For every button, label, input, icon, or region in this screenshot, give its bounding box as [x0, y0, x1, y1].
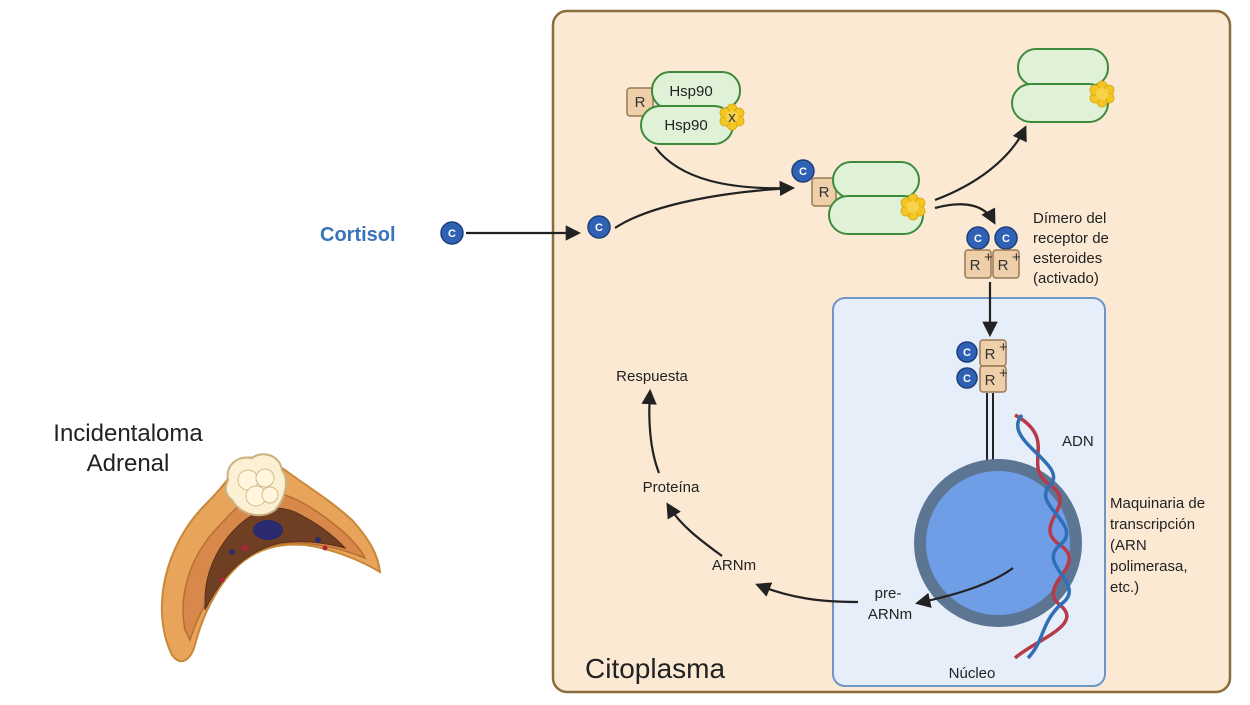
- cortisol-receptor-hsp90-complex: C R: [791, 159, 926, 235]
- arrow-cortisol-to-binding: [614, 186, 793, 229]
- dimer-label-line4: (activado): [1033, 270, 1099, 287]
- machinery-label-line2: transcripción: [1110, 516, 1195, 533]
- svg-text:+: +: [984, 249, 993, 266]
- arrow-translation: [666, 502, 723, 557]
- pre-arnm-label-line1: pre-: [875, 585, 902, 602]
- arrow-transcription: [914, 567, 1014, 608]
- machinery-label-line1: Maquinaria de: [1110, 495, 1205, 512]
- svg-text:C: C: [963, 373, 971, 385]
- arrow-response: [641, 388, 661, 474]
- machinery-label-line4: polimerasa,: [1110, 558, 1188, 575]
- activated-receptor-dimer: C C R + R +: [964, 226, 1021, 279]
- cortisol-molecule-cytoplasm: C: [587, 215, 611, 239]
- svg-text:R: R: [635, 94, 646, 111]
- svg-text:Hsp90: Hsp90: [664, 117, 707, 134]
- arnm-label: ARNm: [712, 557, 756, 574]
- svg-text:+: +: [1012, 249, 1021, 266]
- dimer-label-line3: esteroides: [1033, 250, 1102, 267]
- svg-text:R: R: [985, 346, 996, 363]
- svg-text:C: C: [448, 228, 456, 240]
- incidentaloma-label-line2: Adrenal: [87, 450, 170, 477]
- cortisol-label: Cortisol: [320, 224, 396, 246]
- dna-helix: [1013, 413, 1071, 660]
- released-hsp90: [1011, 48, 1115, 123]
- pre-arnm-label-line2: ARNm: [868, 606, 912, 623]
- svg-text:C: C: [799, 166, 807, 178]
- machinery-label-line3: (ARN: [1110, 537, 1147, 554]
- cortisol-molecule-outside: C: [440, 221, 464, 245]
- nuclear-receptor-dimer: C R + C R +: [956, 339, 1008, 393]
- svg-text:Hsp90: Hsp90: [669, 83, 712, 100]
- machinery-label-line5: etc.): [1110, 579, 1139, 596]
- arrow-complex-to-binding: [654, 146, 796, 197]
- svg-text:+: +: [999, 365, 1008, 382]
- adrenal-gland-illustration: [160, 453, 382, 663]
- receptor-hsp90-complex: R Hsp90 Hsp90 x: [626, 71, 745, 145]
- dimer-label-line2: receptor de: [1033, 230, 1109, 247]
- dimer-label-line1: Dímero del: [1033, 210, 1106, 227]
- svg-text:C: C: [963, 347, 971, 359]
- nucleo-label: Núcleo: [949, 665, 996, 682]
- svg-text:C: C: [1002, 233, 1010, 245]
- svg-text:x: x: [728, 109, 736, 126]
- svg-text:R: R: [819, 184, 830, 201]
- adrenal-tumor: [224, 453, 287, 517]
- arrow-to-dimer: [934, 203, 996, 225]
- proteina-label: Proteína: [643, 479, 700, 496]
- dna-label: ADN: [1062, 433, 1094, 450]
- svg-text:R: R: [970, 257, 981, 274]
- arrow-splicing: [755, 582, 859, 604]
- arrow-hsp90-release: [934, 125, 1027, 202]
- incidentaloma-label-line1: Incidentaloma: [53, 420, 203, 447]
- svg-text:C: C: [595, 222, 603, 234]
- respuesta-label: Respuesta: [616, 368, 688, 385]
- svg-text:R: R: [998, 257, 1009, 274]
- transcription-machinery: [914, 459, 1082, 627]
- citoplasma-label: Citoplasma: [585, 653, 725, 684]
- svg-text:C: C: [974, 233, 982, 245]
- svg-text:+: +: [999, 339, 1008, 356]
- svg-text:R: R: [985, 372, 996, 389]
